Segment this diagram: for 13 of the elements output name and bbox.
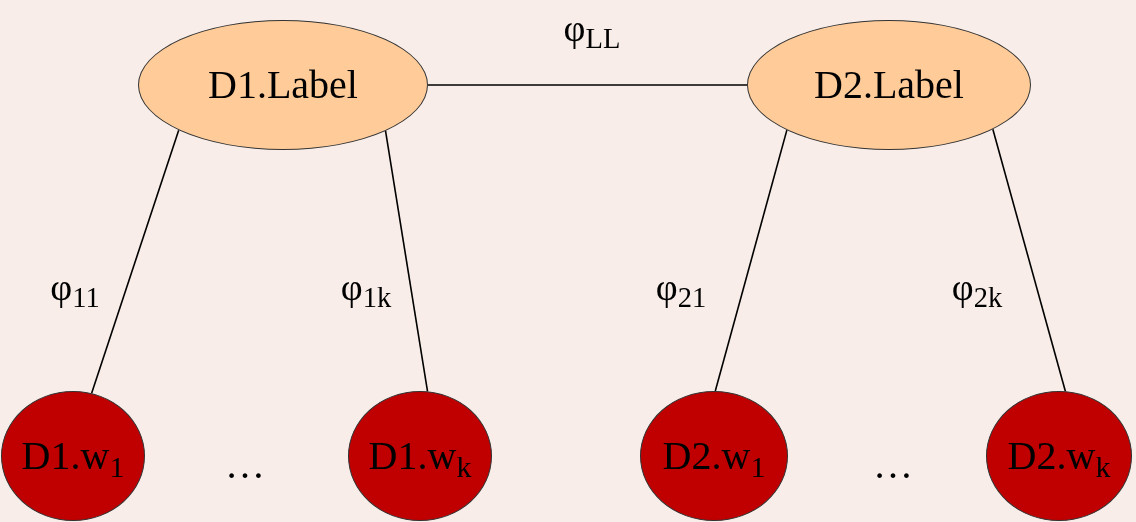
node-label: D2.w$_{1}$: [662, 436, 766, 476]
node-label: D1.w$_{1}$: [21, 436, 125, 476]
connector-line: [384, 130, 429, 393]
node-label: D2.Label: [814, 65, 964, 105]
connector-line: [714, 129, 788, 392]
node-label: D1.Label: [208, 65, 358, 105]
connector-line: [992, 128, 1067, 393]
ellipsis-text: …: [225, 445, 265, 485]
connector-line: [427, 84, 748, 86]
node-label: D1.w$_{k}$: [368, 436, 472, 476]
connector-line: [90, 129, 180, 394]
ellipsis-text: …: [873, 445, 913, 485]
node-label: D2.w$_{k}$: [1007, 436, 1111, 476]
